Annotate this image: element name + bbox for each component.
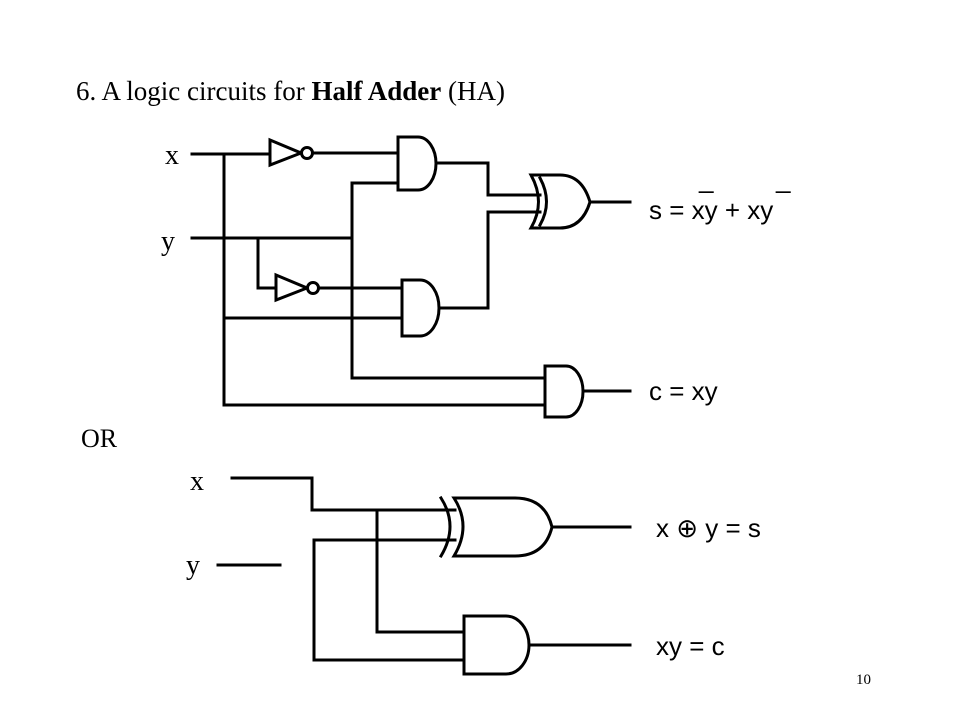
title-prefix: 6. A logic circuits for: [76, 76, 311, 106]
bottom-circuit: x y x ⊕ y = s xy = c: [186, 466, 761, 676]
top-and-gate-2: [400, 278, 441, 338]
carry-expression-label: c = xy: [649, 376, 718, 406]
page-number: 10: [856, 672, 871, 688]
bottom-xor-gate-back: [438, 495, 452, 559]
xor-output-label: x ⊕ y = s: [656, 513, 761, 543]
slide-title: 6. A logic circuits for Half Adder (HA): [76, 76, 505, 106]
bottom-xor-gate: [451, 496, 554, 558]
top-wire-y-to-not: [256, 236, 278, 290]
top-not-bubble-x: [300, 146, 314, 160]
top-or-gate: [528, 173, 592, 230]
and-output-label: xy = c: [656, 631, 725, 661]
top-carry-and-gate: [543, 364, 585, 419]
bottom-input-y-label: y: [186, 550, 200, 581]
top-circuit: x y: [161, 135, 791, 419]
bottom-wire-x: [230, 476, 457, 512]
or-separator: OR: [81, 424, 118, 453]
top-input-x-label: x: [165, 140, 179, 171]
top-input-y-label: y: [161, 226, 175, 257]
top-wire-and1-out: [434, 161, 542, 197]
top-or-gate-back: [537, 175, 548, 228]
sum-overbar-2: _: [775, 164, 791, 194]
bottom-input-x-label: x: [190, 466, 204, 497]
top-wire-and2-out: [437, 210, 542, 310]
sum-expression-label: s = xy + xy: [649, 195, 773, 225]
top-not-gate-x: [268, 137, 306, 168]
top-not-gate-y: [274, 272, 312, 303]
bottom-wire-x-tap: [375, 508, 466, 634]
sum-overbar-1: _: [698, 164, 714, 194]
title-bold: Half Adder: [311, 76, 441, 106]
bottom-wire-y-tap: [312, 538, 466, 662]
title-suffix: (HA): [441, 76, 505, 106]
bottom-and-gate: [462, 614, 531, 676]
top-and-gate-1: [396, 135, 438, 192]
top-not-bubble-y: [306, 281, 320, 295]
